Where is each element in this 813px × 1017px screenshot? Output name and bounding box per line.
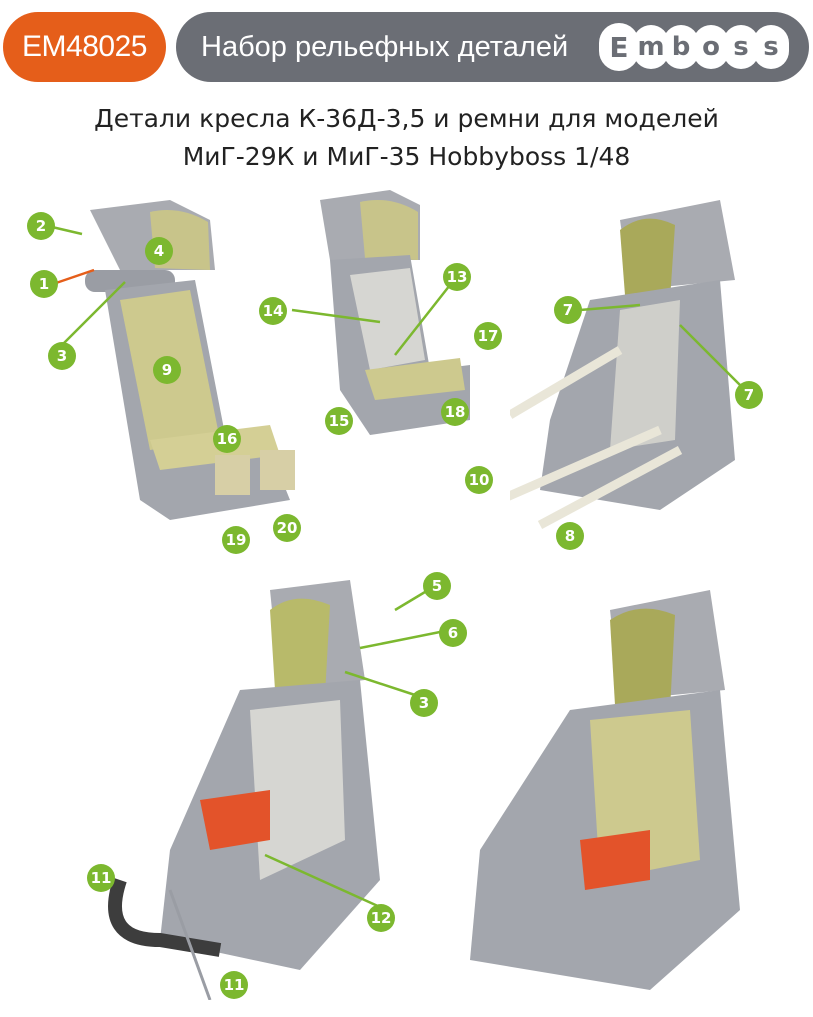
callout-15: 15 bbox=[325, 407, 353, 435]
callout-18: 18 bbox=[441, 398, 469, 426]
logo-letter: s bbox=[723, 25, 759, 69]
callout-10: 10 bbox=[465, 466, 493, 494]
subtitle-line-2: МиГ-29К и МиГ-35 Hobbyboss 1/48 bbox=[182, 142, 631, 171]
callout-19: 19 bbox=[222, 526, 250, 554]
callout-8: 8 bbox=[556, 522, 584, 550]
subtitle: Детали кресла К-36Д-3,5 и ремни для моде… bbox=[0, 100, 813, 176]
callout-20: 20 bbox=[273, 514, 301, 542]
logo-letter: E bbox=[599, 23, 639, 71]
seat-image-1 bbox=[85, 200, 295, 520]
callout-11-top: 11 bbox=[87, 864, 115, 892]
logo-letter: s bbox=[753, 25, 789, 69]
callout-7-left: 7 bbox=[554, 296, 582, 324]
product-code: EM48025 bbox=[22, 30, 147, 63]
callout-13: 13 bbox=[443, 263, 471, 291]
banner-title: Набор рельефных деталей bbox=[201, 30, 569, 63]
seat-image-5 bbox=[470, 590, 740, 990]
callout-16: 16 bbox=[213, 425, 241, 453]
callout-5: 5 bbox=[423, 572, 451, 600]
callout-6: 6 bbox=[439, 619, 467, 647]
logo-letter: m bbox=[633, 25, 669, 69]
callout-3-bottom: 3 bbox=[410, 689, 438, 717]
callout-12: 12 bbox=[367, 904, 395, 932]
title-banner: Набор рельефных деталей E m b o s s bbox=[176, 12, 809, 82]
callout-11-bottom: 11 bbox=[220, 971, 248, 999]
callout-4: 4 bbox=[145, 237, 173, 265]
emboss-logo: E m b o s s bbox=[599, 23, 789, 71]
callout-7-right: 7 bbox=[735, 381, 763, 409]
subtitle-line-1: Детали кресла К-36Д-3,5 и ремни для моде… bbox=[94, 104, 719, 133]
seat-image-4 bbox=[108, 580, 380, 1000]
callout-14: 14 bbox=[259, 297, 287, 325]
callout-17: 17 bbox=[474, 322, 502, 350]
seat-image-3 bbox=[510, 200, 735, 529]
callout-1: 1 bbox=[30, 270, 58, 298]
product-code-badge: EM48025 bbox=[3, 12, 166, 82]
callout-2: 2 bbox=[27, 212, 55, 240]
callout-9: 9 bbox=[153, 356, 181, 384]
callout-3: 3 bbox=[48, 342, 76, 370]
